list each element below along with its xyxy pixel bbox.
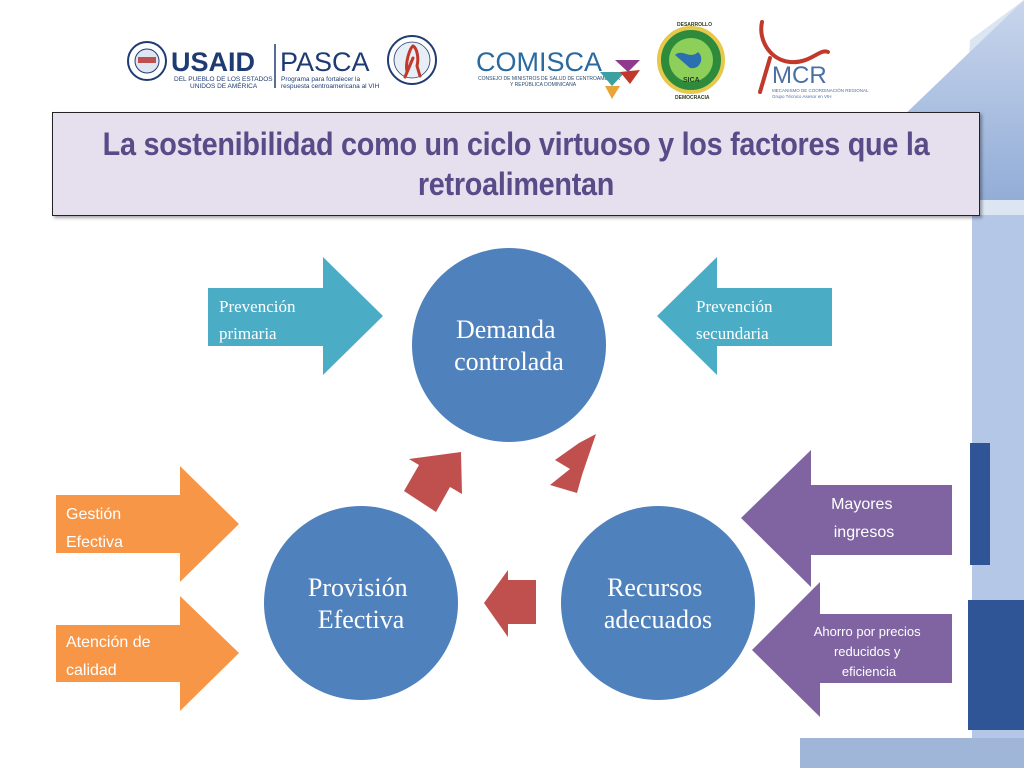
label-atencion-calidad-line1: Atención de xyxy=(66,634,151,651)
arrow-atencion-calidad xyxy=(56,596,239,711)
usaid-name: USAID xyxy=(171,47,255,77)
comisca-logo: COMISCA CONSEJO DE MINISTROS DE SALUD DE… xyxy=(476,47,640,99)
pasca-sub2: respuesta centroamericana al VIH xyxy=(281,83,380,90)
mcr-ribbon-tail xyxy=(758,56,772,94)
cycle-node-provision-line2: Efectiva xyxy=(318,605,405,634)
mcr-sub2: Grupo Técnico Asesor en VIH xyxy=(772,94,831,99)
title-box: La sostenibilidad como un ciclo virtuoso… xyxy=(52,112,980,216)
arrow-ahorro-precios xyxy=(752,582,952,717)
arrow-gestion-efectiva xyxy=(56,466,239,582)
label-mayores-ingresos: Mayores ingresos xyxy=(831,496,897,541)
mcr-logo: MCR MECANISMO DE COORDINACIÓN REGIONAL G… xyxy=(758,20,869,99)
decor-dark-block-lower xyxy=(968,600,1024,730)
label-mayores-ingresos-line1: Mayores xyxy=(831,496,892,513)
cycle-node-recursos-label: Recursos adecuados xyxy=(604,573,712,634)
cycle-node-demanda-label: Demanda controlada xyxy=(454,315,564,376)
label-prevencion-primaria: Prevención primaria xyxy=(219,297,300,343)
usaid-seal-stripe xyxy=(138,57,156,63)
sica-middle: SICA xyxy=(683,77,700,84)
cycle-arrow-recursos-to-provision xyxy=(484,570,536,637)
label-prevencion-secundaria-line2: secundaria xyxy=(696,324,769,343)
pasca-sub1: Programa para fortalecer la xyxy=(281,76,361,83)
label-prevencion-secundaria: Prevención secundaria xyxy=(696,297,777,343)
cycle-arrow-provision-to-demanda xyxy=(404,452,462,512)
arrow-prevencion-primaria xyxy=(208,257,383,375)
cycle-node-recursos-line2: adecuados xyxy=(604,605,712,634)
red-ribbon-icon xyxy=(403,44,422,79)
page-title: La sostenibilidad como un ciclo virtuoso… xyxy=(102,126,930,202)
arrow-prevencion-secundaria xyxy=(657,257,832,375)
label-atencion-calidad: Atención de calidad xyxy=(66,634,155,679)
label-ahorro-precios-line1: Ahorro por precios xyxy=(814,624,921,639)
cycle-node-provision-label: Provisión Efectiva xyxy=(308,573,414,634)
label-atencion-calidad-line2: calidad xyxy=(66,662,117,679)
label-gestion-efectiva-line2: Efectiva xyxy=(66,534,123,551)
pasca-name: PASCA xyxy=(280,47,370,77)
comisca-arrows-icon xyxy=(600,60,640,99)
cycle-node-demanda xyxy=(412,248,606,442)
decor-bottom-band xyxy=(800,738,1024,768)
label-prevencion-secundaria-line1: Prevención xyxy=(696,297,773,316)
pasca-logo: PASCA Programa para fortalecer la respue… xyxy=(280,47,380,90)
label-prevencion-primaria-line1: Prevención xyxy=(219,297,296,316)
comisca-sub1: CONSEJO DE MINISTROS DE SALUD DE CENTROA… xyxy=(478,75,620,82)
ribbon-seal-logo xyxy=(387,35,437,85)
sica-map-icon xyxy=(675,52,702,69)
cycle-node-provision-line1: Provisión xyxy=(308,573,408,602)
decor-dark-block-upper xyxy=(970,443,990,565)
arrow-mayores-ingresos xyxy=(741,450,952,587)
usaid-sub1: DEL PUEBLO DE LOS ESTADOS xyxy=(174,76,273,83)
cycle-node-provision xyxy=(264,506,458,700)
cycle-node-recursos-line1: Recursos xyxy=(607,573,702,602)
cycle-node-recursos xyxy=(561,506,755,700)
sica-bottom: DEMOCRACIA xyxy=(675,95,710,101)
comisca-sub2: Y REPÚBLICA DOMINICANA xyxy=(510,81,577,88)
label-mayores-ingresos-line2: ingresos xyxy=(834,524,894,541)
label-gestion-efectiva-line1: Gestión xyxy=(66,506,121,523)
cycle-node-demanda-line2: controlada xyxy=(454,347,564,376)
label-ahorro-precios-line3: eficiencia xyxy=(842,664,897,679)
label-ahorro-precios: Ahorro por precios reducidos y eficienci… xyxy=(814,624,925,679)
mcr-ribbon-icon xyxy=(759,20,830,65)
usaid-sub2: UNIDOS DE AMÉRICA xyxy=(190,81,258,90)
mcr-sub1: MECANISMO DE COORDINACIÓN REGIONAL xyxy=(772,87,869,93)
sica-top: DESARROLLO xyxy=(677,22,712,28)
label-ahorro-precios-line2: reducidos y xyxy=(834,644,901,659)
cycle-node-demanda-line1: Demanda xyxy=(456,315,556,344)
comisca-name: COMISCA xyxy=(476,47,602,77)
sica-logo: DESARROLLO SICA DEMOCRACIA xyxy=(657,22,725,101)
usaid-logo: USAID DEL PUEBLO DE LOS ESTADOS UNIDOS D… xyxy=(127,41,273,90)
label-gestion-efectiva: Gestión Efectiva xyxy=(66,506,126,551)
mcr-name: MCR xyxy=(772,62,827,89)
cycle-arrow-demanda-to-recursos xyxy=(550,434,596,493)
label-prevencion-primaria-line2: primaria xyxy=(219,324,277,343)
